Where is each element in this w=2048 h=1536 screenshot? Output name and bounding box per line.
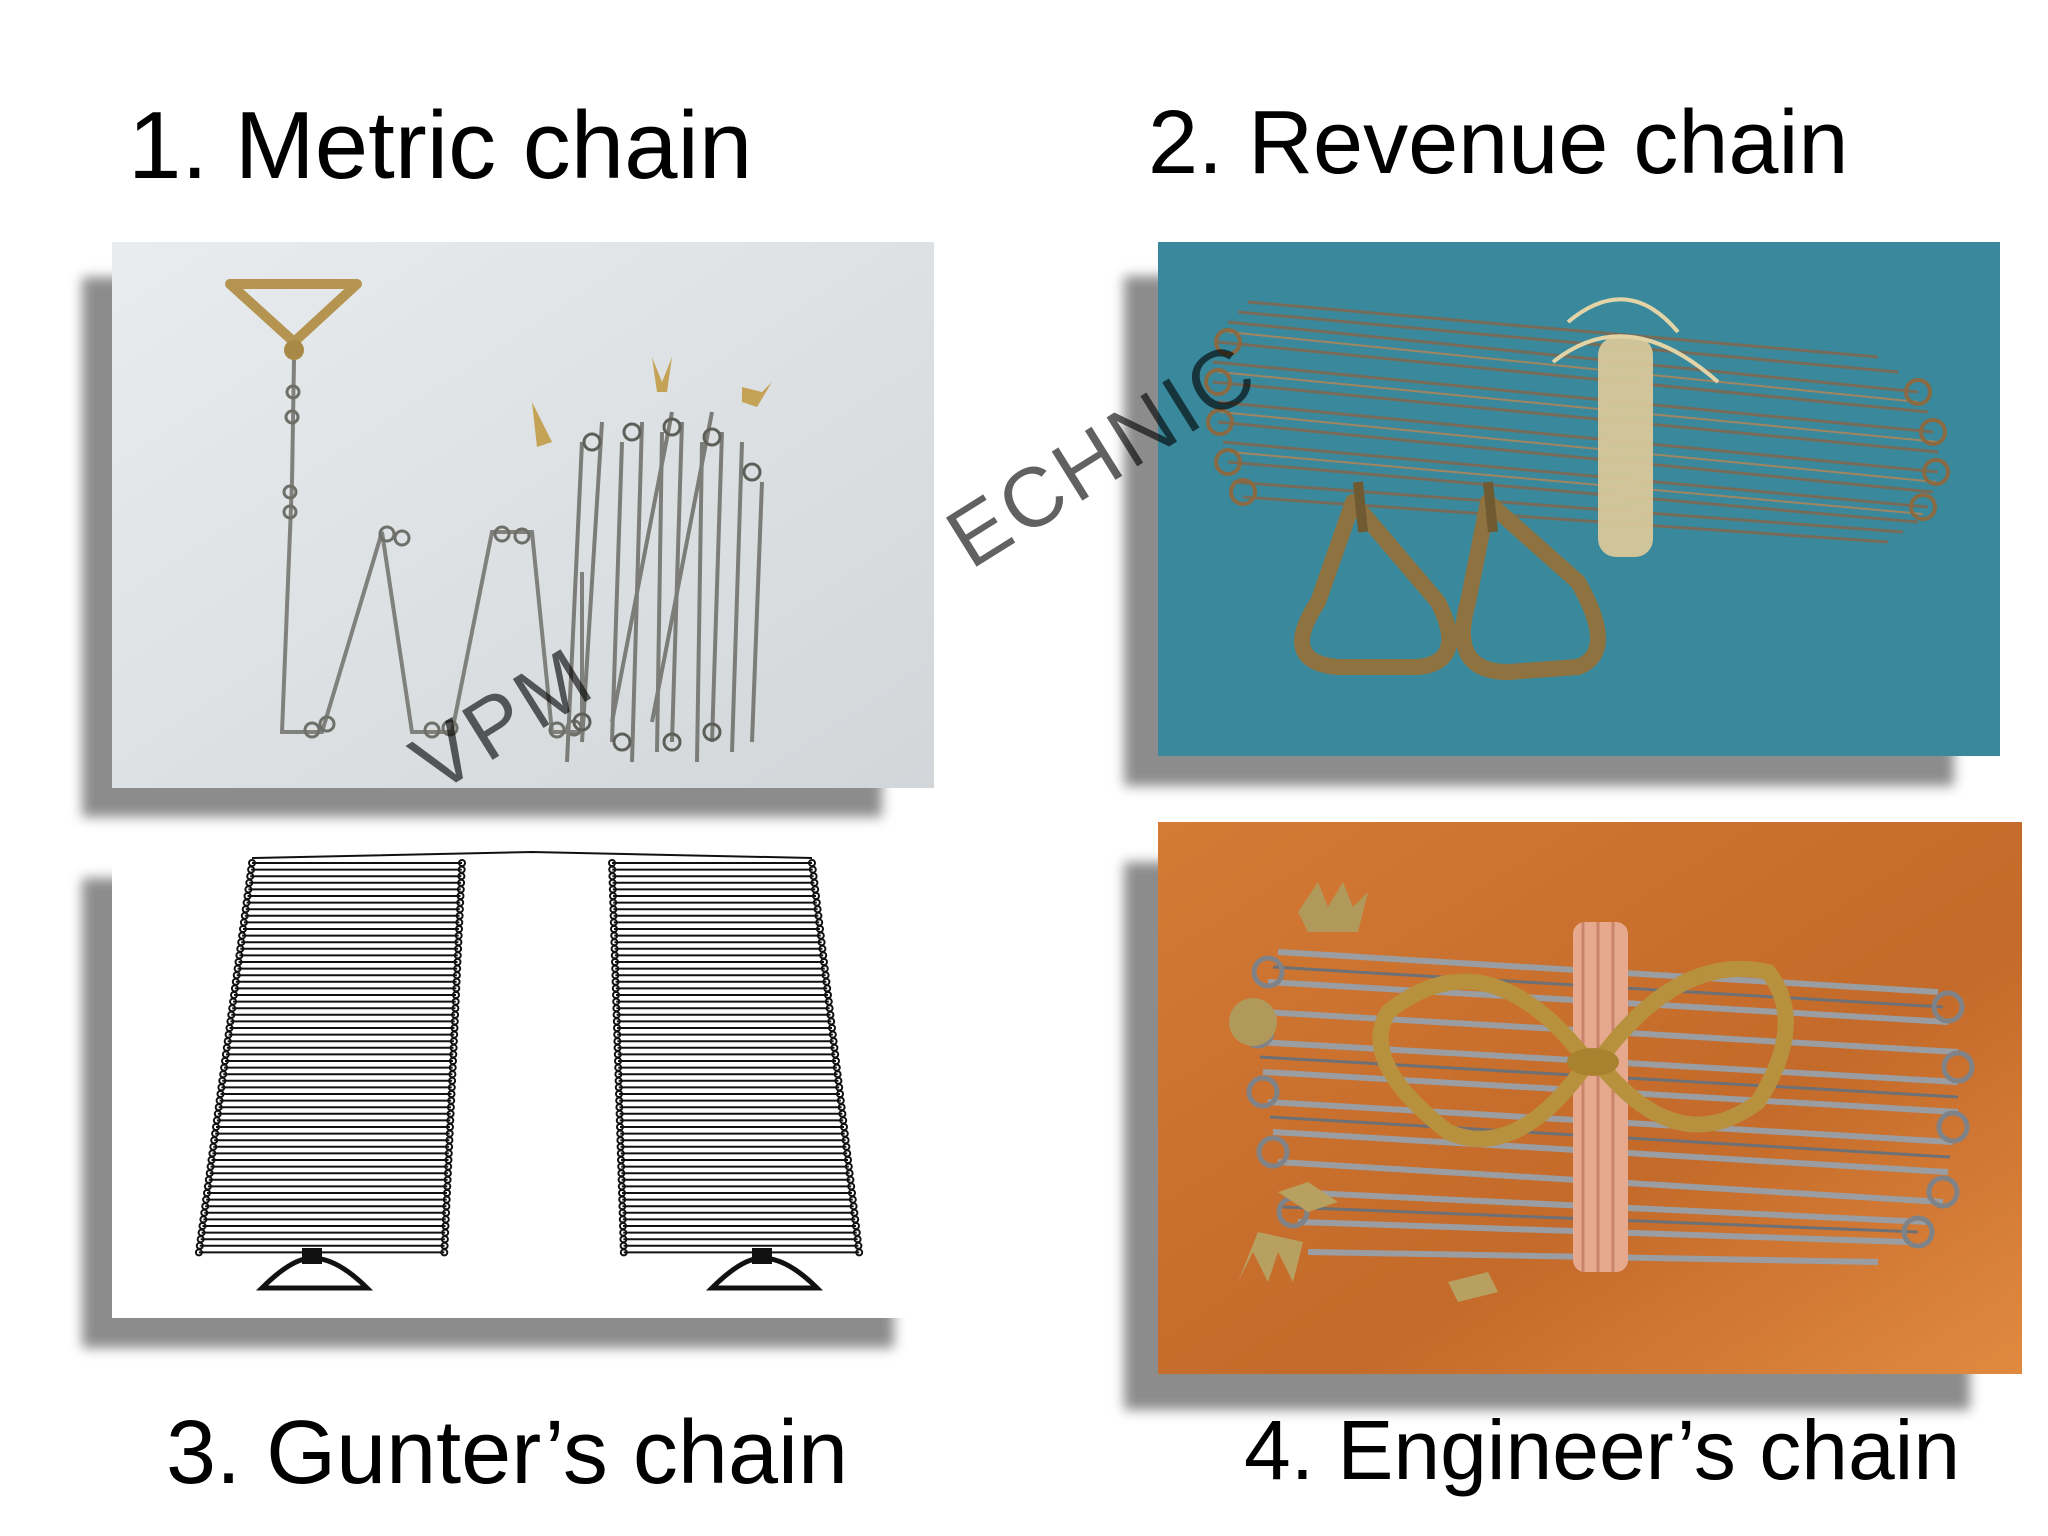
metric-chain-photo	[112, 242, 934, 788]
metric-chain-title: 1. Metric chain	[128, 92, 753, 199]
gunters-chain-photo	[112, 838, 934, 1318]
revenue-chain-image	[1158, 242, 2000, 756]
engineers-chain-title: 4. Engineer’s chain	[1244, 1403, 1961, 1497]
engineers-chain-photo	[1158, 822, 2022, 1374]
revenue-chain-photo	[1158, 242, 2000, 756]
metric-chain-photo-frame	[82, 242, 934, 817]
engineers-chain-image	[1158, 822, 2022, 1374]
revenue-chain-title: 2. Revenue chain	[1148, 93, 1849, 193]
gunters-chain-drawing	[112, 838, 934, 1318]
gunters-chain-photo-frame	[82, 838, 934, 1348]
revenue-chain-photo-frame	[1124, 242, 2000, 786]
metric-chain-image	[112, 242, 934, 788]
engineers-chain-photo-frame	[1124, 822, 2022, 1410]
gunters-chain-title: 3. Gunter’s chain	[166, 1403, 849, 1503]
